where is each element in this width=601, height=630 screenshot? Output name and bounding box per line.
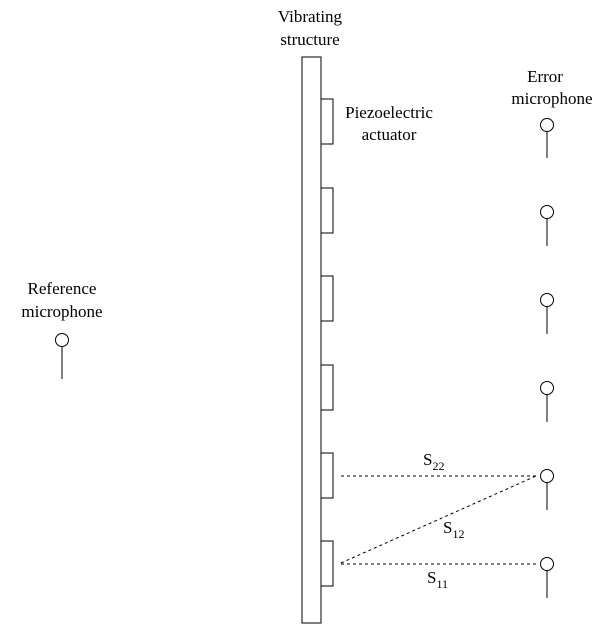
path-label-s22: S22 — [423, 450, 444, 473]
piezo-actuator-4 — [320, 364, 334, 411]
path-s12-line — [340, 475, 537, 564]
reference-mic-label-line2: microphone — [21, 302, 102, 321]
structure-label-line2: structure — [280, 30, 339, 49]
actuator-label-line2: actuator — [362, 125, 417, 144]
error-microphone-5 — [540, 469, 554, 510]
piezo-actuator-5 — [320, 452, 334, 499]
piezo-actuator-6 — [320, 540, 334, 587]
error-microphone-3 — [540, 293, 554, 334]
error-mic-label-line1: Error — [527, 67, 563, 86]
structure-label-line1: Vibrating — [278, 7, 343, 26]
vibrating-structure-panel — [301, 56, 322, 624]
error-microphone-1 — [540, 118, 554, 158]
error-microphone-6 — [540, 557, 554, 598]
path-label-s11: S11 — [427, 568, 448, 591]
reference-microphone — [55, 333, 69, 379]
error-microphone-4 — [540, 381, 554, 422]
error-microphone-2 — [540, 205, 554, 246]
path-label-s12: S12 — [443, 518, 464, 541]
piezo-actuator-1 — [320, 98, 334, 145]
actuator-label-line1: Piezoelectric — [345, 103, 433, 122]
error-mic-label-line2: microphone — [511, 89, 592, 108]
piezo-actuator-2 — [320, 187, 334, 234]
piezo-actuator-3 — [320, 275, 334, 322]
reference-mic-label-line1: Reference — [28, 279, 97, 298]
